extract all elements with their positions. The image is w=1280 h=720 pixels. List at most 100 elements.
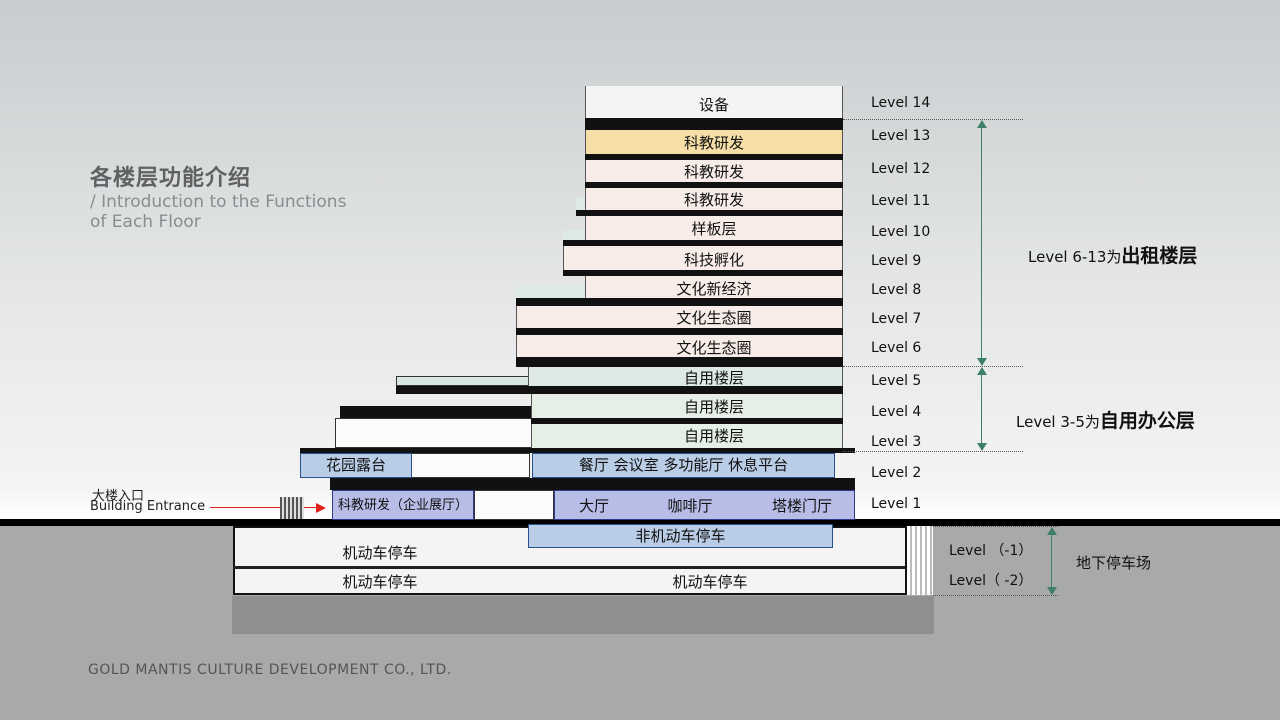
floor-12 bbox=[585, 160, 843, 182]
parking-range-arrow-top bbox=[1047, 527, 1057, 535]
tower-lobby-label: 塔楼门厅 bbox=[771, 497, 832, 515]
level-1-label: Level 1 bbox=[871, 496, 922, 512]
entrance-arrow-head bbox=[316, 503, 326, 513]
garden-terrace-label: 花园露台 bbox=[325, 456, 386, 474]
office-floors-bold: 自用办公层 bbox=[1099, 410, 1195, 432]
basement-divider bbox=[233, 566, 933, 569]
floor-13-label: 科教研发 bbox=[683, 134, 744, 152]
rental-range-arrow-top bbox=[977, 120, 987, 128]
b1-bike-label: 非机动车停车 bbox=[635, 527, 726, 545]
floor-8-label: 文化新经济 bbox=[676, 280, 752, 298]
roof-terrace-5 bbox=[396, 376, 531, 386]
level-8-label: Level 8 bbox=[871, 282, 922, 298]
parking-range-arrow-bottom bbox=[1047, 587, 1057, 595]
podium-slab-4 bbox=[340, 406, 535, 418]
level-3-label: Level 3 bbox=[871, 434, 922, 450]
exhibit-hall-label: 科教研发（企业展厅） bbox=[337, 498, 468, 513]
lobby-label: 大厅 bbox=[578, 497, 609, 515]
level-b2-label: Level（ -2） bbox=[949, 573, 1033, 589]
slab-level-2 bbox=[300, 448, 855, 453]
company-footer: GOLD MANTIS CULTURE DEVELOPMENT CO., LTD… bbox=[88, 662, 452, 678]
level-7-label: Level 7 bbox=[871, 311, 922, 327]
b1-bike-zone bbox=[528, 524, 833, 548]
entrance-arrow bbox=[210, 507, 318, 508]
floor-6 bbox=[516, 335, 843, 357]
balcony-11-left bbox=[576, 198, 586, 210]
floor-10-label: 样板层 bbox=[691, 220, 737, 238]
floor-4 bbox=[531, 394, 843, 418]
floor-5-label: 自用楼层 bbox=[683, 369, 744, 387]
divider-level-3 bbox=[843, 451, 1023, 452]
entrance-stair-icon bbox=[280, 497, 304, 519]
slab-12 bbox=[585, 182, 843, 188]
slab-9 bbox=[563, 270, 843, 276]
level-13-label: Level 13 bbox=[871, 128, 931, 144]
slab-4 bbox=[531, 418, 843, 424]
page-title: 各楼层功能介绍 bbox=[90, 166, 252, 191]
slab-13 bbox=[585, 154, 843, 160]
floor-3 bbox=[531, 424, 843, 448]
entrance-label-cn: 大楼入口 bbox=[92, 489, 145, 504]
rental-range-arrow-bottom bbox=[977, 358, 987, 366]
floor-4-label: 自用楼层 bbox=[683, 398, 744, 416]
entrance-label-en: Building Entrance bbox=[90, 499, 206, 514]
rental-floors-bold: 出租楼层 bbox=[1121, 245, 1198, 267]
office-range-arrow-top bbox=[977, 367, 987, 375]
office-floors-prefix: Level 3-5为 bbox=[1016, 413, 1100, 431]
floor-8 bbox=[585, 276, 843, 298]
level-10-label: Level 10 bbox=[871, 224, 931, 240]
cafe-label: 咖啡厅 bbox=[667, 497, 713, 515]
office-floors-label: Level 3-5为自用办公层 bbox=[1016, 406, 1195, 433]
parking-group-label: 地下停车场 bbox=[1076, 554, 1152, 572]
podium-block-2 bbox=[410, 453, 530, 478]
floor-7 bbox=[516, 306, 843, 328]
floor-11-label: 科教研发 bbox=[683, 191, 744, 209]
floor-11 bbox=[585, 188, 843, 210]
balcony-10-left bbox=[563, 230, 586, 240]
b2-parking-left-label: 机动车停车 bbox=[342, 573, 418, 591]
podium-block-1 bbox=[474, 490, 554, 520]
subtitle-line-1: / Introduction to the Functions bbox=[90, 192, 347, 212]
office-range-arrow-bottom bbox=[977, 443, 987, 451]
b2-parking-right-label: 机动车停车 bbox=[672, 573, 748, 591]
level-9-label: Level 9 bbox=[871, 253, 922, 269]
floor-12-label: 科教研发 bbox=[683, 163, 744, 181]
lobby-zone bbox=[554, 490, 855, 520]
level-11-label: Level 11 bbox=[871, 193, 931, 209]
level-2-amenity-zone bbox=[532, 453, 835, 478]
level-b1-label: Level （-1） bbox=[949, 543, 1033, 559]
level-12-label: Level 12 bbox=[871, 161, 931, 177]
slab-11 bbox=[576, 210, 843, 216]
rental-range-line bbox=[981, 128, 982, 358]
slab-14 bbox=[585, 118, 843, 130]
slab-10 bbox=[563, 240, 843, 246]
podium-block-3 bbox=[335, 418, 535, 448]
floor-9 bbox=[563, 246, 843, 270]
level-4-label: Level 4 bbox=[871, 404, 922, 420]
floor-3-label: 自用楼层 bbox=[683, 427, 744, 445]
ground-line bbox=[0, 519, 1280, 526]
floor-13 bbox=[585, 130, 843, 154]
level-6-label: Level 6 bbox=[871, 340, 922, 356]
level-2-label: Level 2 bbox=[871, 465, 922, 481]
level-14-label: Level 14 bbox=[871, 95, 931, 111]
office-range-line bbox=[981, 375, 982, 443]
floor-9-label: 科技孵化 bbox=[683, 251, 744, 269]
level-5-label: Level 5 bbox=[871, 373, 922, 389]
slab-6 bbox=[516, 357, 843, 367]
rental-floors-prefix: Level 6-13为 bbox=[1028, 248, 1122, 266]
garden-terrace-zone bbox=[300, 453, 412, 478]
floor-5 bbox=[528, 367, 843, 386]
subtitle-line-2: of Each Floor bbox=[90, 212, 201, 232]
floor-6-label: 文化生态圈 bbox=[676, 339, 752, 357]
slab-5 bbox=[396, 386, 843, 394]
page-subtitle: / Introduction to the Functions of Each … bbox=[90, 192, 346, 232]
exhibit-hall-zone bbox=[332, 490, 474, 520]
parking-range-line bbox=[1051, 535, 1052, 587]
slab-7 bbox=[516, 328, 843, 335]
divider-basement-bottom bbox=[933, 595, 1058, 596]
floor-14 bbox=[585, 86, 843, 118]
rental-floors-label: Level 6-13为出租楼层 bbox=[1028, 241, 1197, 268]
divider-level-13 bbox=[843, 119, 1023, 120]
slab-8 bbox=[516, 298, 843, 306]
